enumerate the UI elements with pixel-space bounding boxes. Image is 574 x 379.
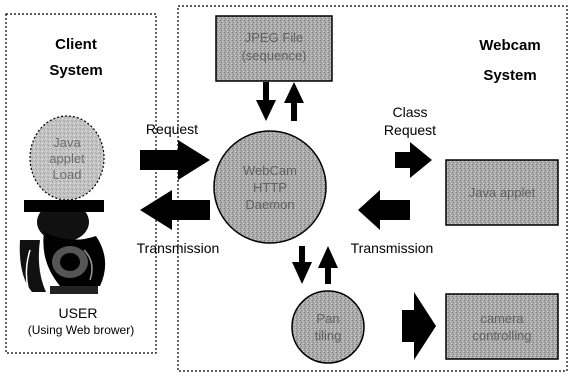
- jpeg-box-line1: JPEG File: [244, 30, 304, 45]
- camera-line2: controlling: [472, 328, 532, 343]
- applet-load-line2: applet: [49, 151, 85, 166]
- applet-load-line3: Load: [52, 167, 82, 182]
- daemon-to-pan-arrow: [292, 246, 312, 284]
- jpeg-file-box: [215, 15, 333, 82]
- applet-load-ellipse: [29, 115, 105, 201]
- class-request-line1: Class: [392, 104, 428, 120]
- client-title-line2: System: [49, 62, 103, 79]
- request-arrow: [140, 140, 210, 180]
- pan-tilting-circle: [291, 290, 365, 364]
- daemon-line2: HTTP: [253, 180, 287, 195]
- webcam-system-boundary: [177, 5, 568, 372]
- class-request-arrow: [395, 142, 432, 178]
- user-figure-icon: [19, 200, 106, 294]
- webcam-title-line2: System: [483, 67, 537, 84]
- java-applet-label: Java applet: [468, 185, 536, 200]
- camera-controlling-box: [445, 293, 559, 360]
- jpeg-down-arrow: [256, 82, 276, 121]
- transmission-left-label: Transmission: [136, 240, 220, 256]
- transmission-right-arrow: [358, 190, 410, 230]
- daemon-line3: Daemon: [245, 197, 295, 212]
- http-daemon-circle: [213, 130, 327, 244]
- transmission-left-arrow: [140, 190, 210, 230]
- pan-to-daemon-arrow: [318, 246, 338, 284]
- transmission-right-label: Transmission: [350, 240, 434, 256]
- applet-load-line1: Java: [53, 135, 81, 150]
- jpeg-up-arrow: [284, 82, 304, 121]
- camera-line1: camera: [480, 311, 524, 326]
- client-title-line1: Client: [55, 36, 97, 53]
- client-system-boundary: [5, 13, 157, 354]
- java-applet-box: [445, 159, 559, 226]
- jpeg-box-line2: (sequence): [241, 48, 307, 63]
- webcam-title-line1: Webcam: [479, 37, 541, 54]
- request-label: Request: [145, 121, 199, 137]
- class-request-line2: Request: [383, 122, 437, 138]
- pan-tilting-line1: Pan: [316, 311, 340, 326]
- user-label: USER: [58, 305, 98, 321]
- pan-tilting-line2: tiling: [314, 328, 342, 343]
- pan-to-camera-arrow: [402, 292, 436, 360]
- user-sublabel: (Using Web brower): [27, 323, 135, 337]
- daemon-line1: WebCam: [243, 163, 297, 178]
